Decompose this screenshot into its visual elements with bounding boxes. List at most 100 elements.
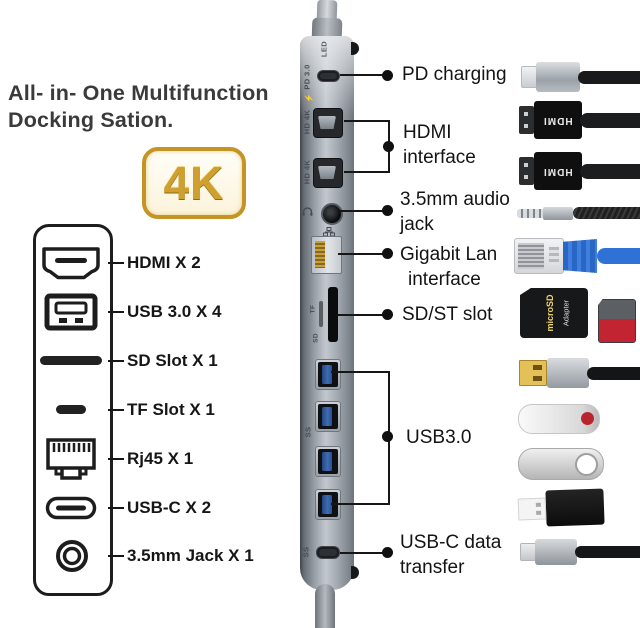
usba-sleeve xyxy=(547,358,589,388)
sd-adapter-photo: microSD Adapter xyxy=(520,288,588,338)
callout-line-sdst xyxy=(338,314,385,316)
callout-line-pd xyxy=(340,74,385,76)
callout-dot-lan xyxy=(382,248,393,259)
usba-pins xyxy=(519,360,547,386)
annotation-lan-line2: interface xyxy=(408,269,481,290)
usb3-port-4 xyxy=(315,489,341,520)
audio-cable-photo xyxy=(517,202,640,224)
hdmi-wire xyxy=(580,163,640,179)
usb3-port-3 xyxy=(315,446,341,477)
hdmi-cable-photo-2: HDMI xyxy=(519,151,640,191)
legend-label-sd: SD Slot X 1 xyxy=(127,351,218,370)
microsd-card-photo xyxy=(598,299,636,343)
callout-dot-usbc xyxy=(382,547,393,558)
ss-usbc-marking: SS xyxy=(301,546,311,558)
ethernet-boot xyxy=(563,239,597,273)
legend-label-usb: USB 3.0 X 4 xyxy=(127,302,222,321)
annotation-usb30: USB3.0 xyxy=(406,427,472,448)
ss-usb-marking: SS xyxy=(303,426,313,438)
legend-label-tf: TF Slot X 1 xyxy=(127,400,215,419)
ethernet-wire xyxy=(597,248,640,264)
metal-flash-drive-photo xyxy=(518,448,604,480)
annotation-lan: Gigabit Lan interface xyxy=(400,242,497,292)
hdmi-print: HDMI xyxy=(543,114,573,126)
flash-drive-logo xyxy=(581,412,594,425)
audio-jack-icon xyxy=(56,540,88,572)
annotation-usbc-line2: transfer xyxy=(400,557,465,578)
legend-line-jack xyxy=(108,555,124,557)
hdmi-port-1 xyxy=(313,108,343,138)
sd-adapter-brand: microSD xyxy=(545,294,555,332)
hdmi-wire xyxy=(580,112,640,128)
legend-line-sd xyxy=(108,360,124,362)
ethernet-port xyxy=(311,236,342,274)
legend-label-rj45: Rj45 X 1 xyxy=(127,449,194,468)
tf-card-slot xyxy=(319,301,323,327)
hdmi-tip xyxy=(519,106,534,134)
dock-cable xyxy=(315,584,335,628)
usba-wire xyxy=(587,366,640,380)
4k-badge-text: 4K xyxy=(163,157,225,209)
usbc-tip xyxy=(520,543,536,561)
usb-c-port-icon xyxy=(45,496,97,520)
callout-line-hdmi1 xyxy=(344,120,390,122)
sd-card-slot xyxy=(328,287,338,342)
usbc-tip xyxy=(521,66,537,88)
annotation-audio: 3.5mm audio jack xyxy=(400,187,510,237)
headphone-icon xyxy=(302,207,313,216)
callout-dot-usb xyxy=(382,431,393,442)
black-adapter-photo xyxy=(517,488,605,529)
hd4k-bottom-marking: HD 4K xyxy=(302,159,312,185)
annotation-usbc: USB-C data transfer xyxy=(400,530,501,580)
page-title: All- in- One Multifunction Docking Satio… xyxy=(8,80,269,134)
adapter-body xyxy=(545,488,605,527)
callout-line-lan xyxy=(338,253,385,255)
hdmi-port-icon xyxy=(42,247,100,280)
rj45-port-icon xyxy=(46,438,96,480)
bolt-marking: ⚡ xyxy=(304,92,314,104)
data-usbc-port xyxy=(316,546,340,559)
adapter-usb-plug xyxy=(517,497,547,521)
annotation-usbc-line1: USB-C data xyxy=(400,532,502,553)
annotation-sdst: SD/ST slot xyxy=(402,304,493,325)
callout-line-usb4 xyxy=(331,503,390,505)
usbc-wire xyxy=(575,546,640,558)
legend-label-hdmi: HDMI X 2 xyxy=(127,253,201,272)
annotation-audio-line1: 3.5mm audio xyxy=(400,189,510,210)
usbc-body xyxy=(535,539,577,565)
usb3-port-1 xyxy=(315,359,341,390)
audio-wire xyxy=(573,207,640,219)
tf-marking: TF xyxy=(309,304,317,314)
hdmi-tip xyxy=(519,157,534,185)
annotation-hdmi: HDMI interface xyxy=(403,120,476,170)
dock-side-button-top xyxy=(351,42,359,55)
hdmi-body: HDMI xyxy=(534,101,582,139)
pd-marking: PD 3.0 xyxy=(302,64,312,90)
annotation-hdmi-line1: HDMI xyxy=(403,122,452,143)
callout-line-hdmi2 xyxy=(344,171,390,173)
sd-slot-icon xyxy=(40,356,102,365)
callout-line-usbc xyxy=(340,552,385,554)
ethernet-connector xyxy=(514,238,564,274)
callout-line-audio xyxy=(340,210,385,212)
annotation-lan-line1: Gigabit Lan xyxy=(400,244,498,265)
callout-dot-pd xyxy=(382,70,393,81)
annotation-audio-line2: jack xyxy=(400,214,434,235)
audio-jack-port xyxy=(321,203,343,225)
usbc-body xyxy=(536,62,580,92)
sd-adapter-label: Adapter xyxy=(561,299,571,327)
hdmi-print: HDMI xyxy=(543,165,573,177)
usbc-cable-photo-bottom xyxy=(520,537,640,567)
legend-label-usbc: USB-C X 2 xyxy=(127,498,212,517)
usbc-cable-photo-top xyxy=(521,60,640,94)
hdmi-port-2 xyxy=(313,158,343,188)
legend-line-rj45 xyxy=(108,458,124,460)
audio-plug-tip xyxy=(517,208,543,218)
legend-line-usb xyxy=(108,311,124,313)
sd-marking: SD xyxy=(312,333,320,343)
audio-plug-body xyxy=(543,206,573,220)
tf-slot-icon xyxy=(56,405,86,414)
ethernet-cable-photo xyxy=(514,238,640,274)
title-line2: Docking Sation. xyxy=(8,108,174,132)
led-marking: LED xyxy=(319,40,329,58)
